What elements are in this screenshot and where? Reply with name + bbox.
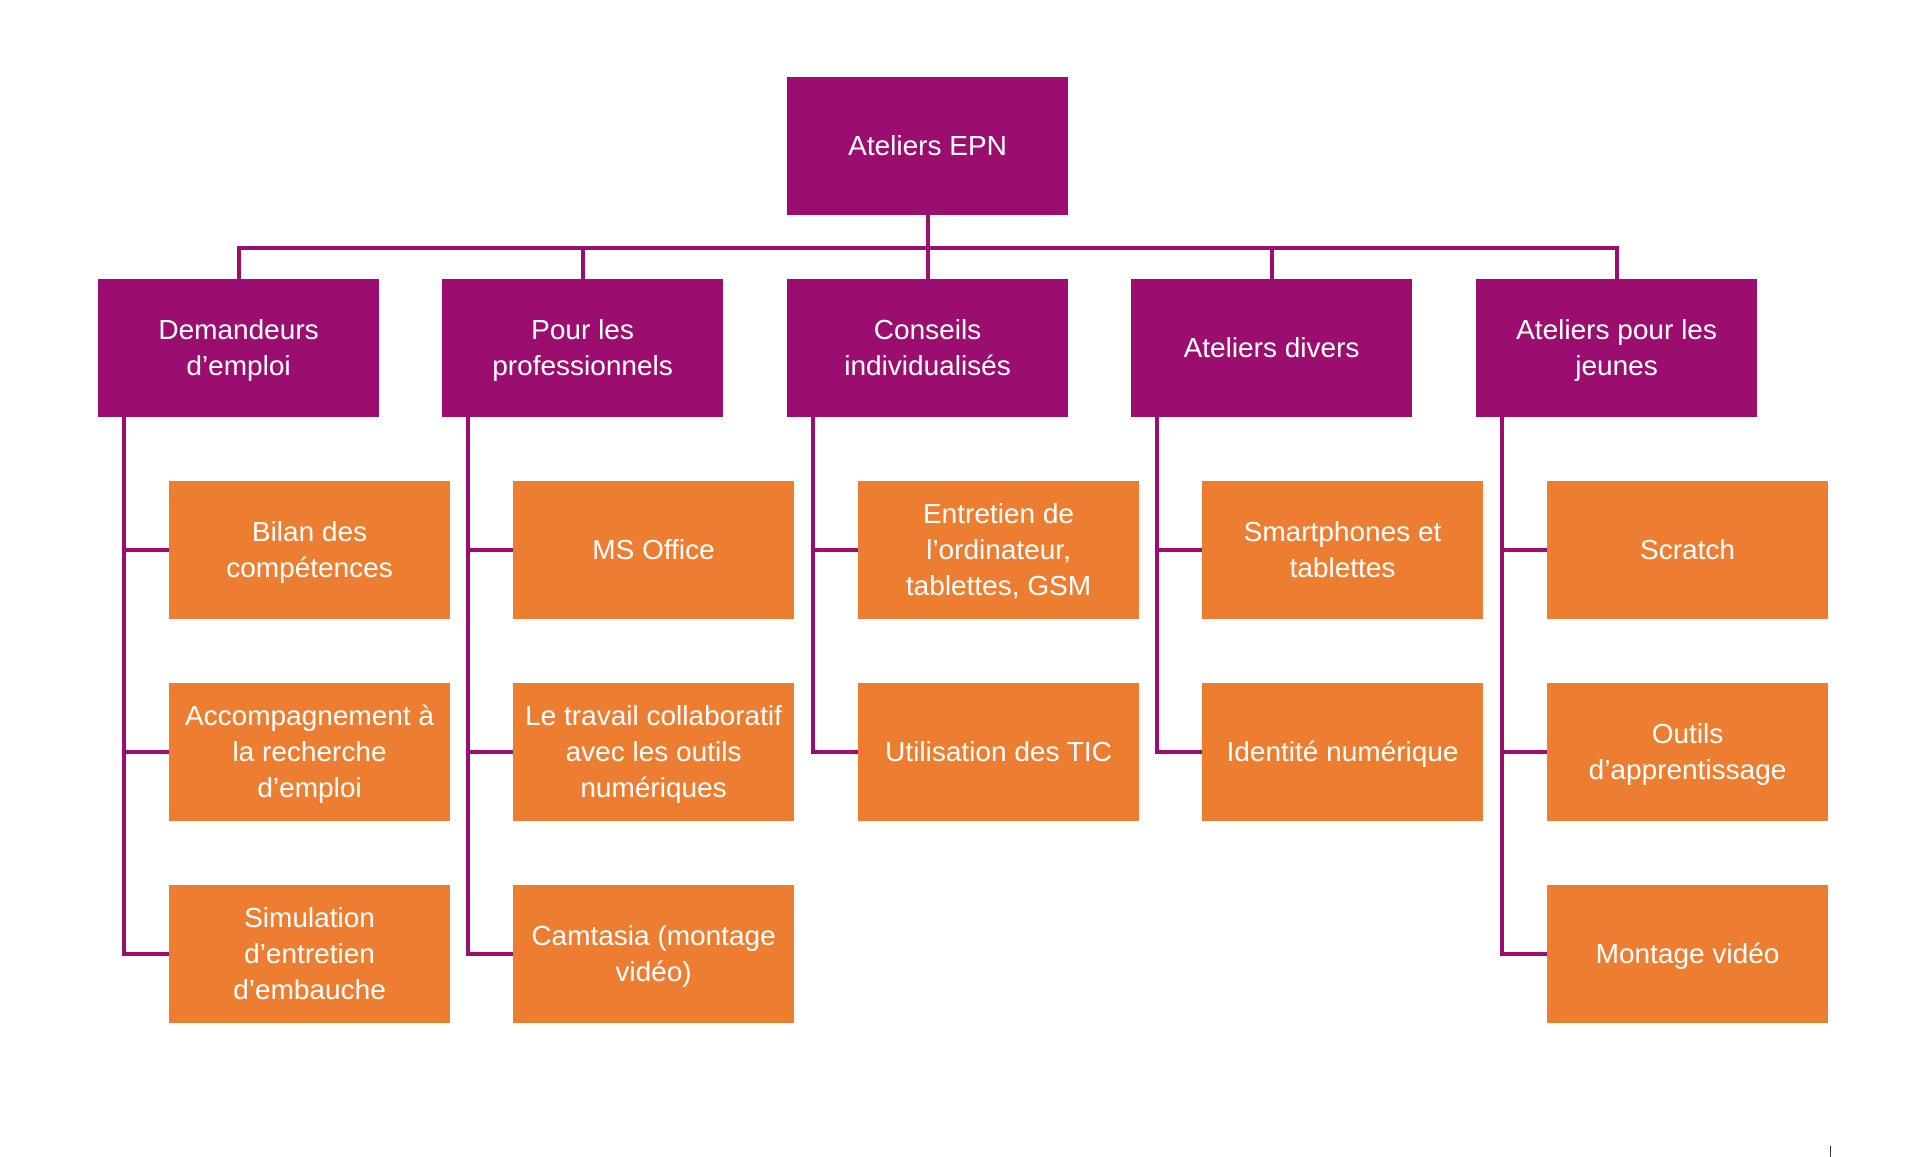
item-node[interactable]: MS Office [513, 481, 794, 619]
category-node-jeunes[interactable]: Ateliers pour les jeunes [1476, 279, 1757, 417]
item-node[interactable]: Camtasia (montage vidéo) [513, 885, 794, 1023]
category-label: Pour les professionnels [492, 314, 673, 381]
item-node[interactable]: Le travail collaboratif avec les outils … [513, 683, 794, 821]
category-node-demandeurs[interactable]: Demandeurs d’emploi [98, 279, 379, 417]
item-node[interactable]: Accompagnement à la recherche d’emploi [169, 683, 450, 821]
item-label: MS Office [592, 534, 715, 565]
root-label: Ateliers EPN [848, 130, 1007, 161]
item-node[interactable]: Identité numérique [1202, 683, 1483, 821]
item-label: Accompagnement à la recherche d’emploi [184, 700, 435, 803]
item-label: Smartphones et tablettes [1243, 516, 1442, 583]
category-label: Conseils individualisés [844, 314, 1011, 381]
category-label: Demandeurs d’emploi [158, 314, 319, 381]
item-label: Montage vidéo [1595, 938, 1780, 969]
item-label: Le travail collaboratif avec les outils … [525, 700, 782, 803]
item-node[interactable]: Bilan des compétences [169, 481, 450, 619]
item-label: Scratch [1640, 534, 1735, 565]
item-node[interactable]: Utilisation des TIC [858, 683, 1139, 821]
page-edge-mark [1830, 1146, 1831, 1157]
item-label: Camtasia (montage vidéo) [531, 920, 776, 987]
item-label: Entretien de l’ordinateur, tablettes, GS… [905, 498, 1092, 601]
item-node[interactable]: Simulation d’entretien d’embauche [169, 885, 450, 1023]
category-label: Ateliers pour les jeunes [1516, 314, 1717, 381]
item-label: Identité numérique [1226, 736, 1459, 767]
item-label: Simulation d’entretien d’embauche [233, 902, 386, 1005]
item-node[interactable]: Entretien de l’ordinateur, tablettes, GS… [858, 481, 1139, 619]
item-node[interactable]: Montage vidéo [1547, 885, 1828, 1023]
category-node-conseils[interactable]: Conseils individualisés [787, 279, 1068, 417]
item-node[interactable]: Outils d’apprentissage [1547, 683, 1828, 821]
item-label: Outils d’apprentissage [1588, 718, 1787, 785]
category-node-divers[interactable]: Ateliers divers [1131, 279, 1412, 417]
item-node[interactable]: Scratch [1547, 481, 1828, 619]
category-label: Ateliers divers [1183, 332, 1360, 363]
item-label: Utilisation des TIC [885, 736, 1112, 767]
item-node[interactable]: Smartphones et tablettes [1202, 481, 1483, 619]
root-node[interactable]: Ateliers EPN [787, 77, 1068, 215]
item-label: Bilan des compétences [226, 516, 393, 583]
category-node-professionnels[interactable]: Pour les professionnels [442, 279, 723, 417]
